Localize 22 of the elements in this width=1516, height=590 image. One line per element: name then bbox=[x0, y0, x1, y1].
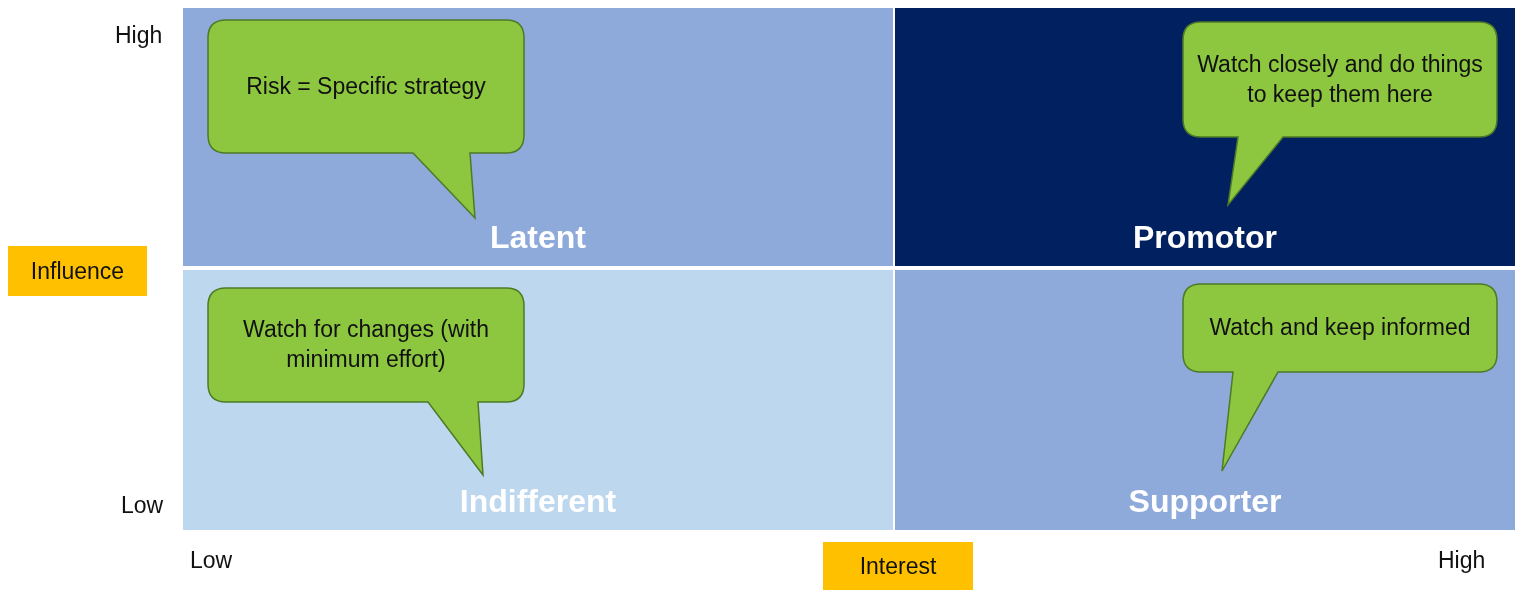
quadrant-title: Promotor bbox=[1132, 219, 1278, 256]
speech-bubble bbox=[1183, 284, 1497, 471]
quadrant-panel bbox=[183, 270, 893, 530]
axis-tick-label: Low bbox=[121, 492, 164, 519]
bubble-text: Risk = Specific strategy bbox=[245, 71, 487, 101]
bubble-text: Watch and keep informed bbox=[1208, 313, 1472, 343]
axis-label: Interest bbox=[823, 542, 973, 590]
axis-tick-label: High bbox=[115, 22, 163, 49]
quadrant-panel bbox=[895, 270, 1515, 530]
axis-label: Influence bbox=[8, 246, 147, 296]
quadrant-title: Latent bbox=[489, 219, 587, 256]
axis-tick-label: High bbox=[1438, 547, 1486, 574]
speech-bubble bbox=[208, 20, 524, 218]
bubble-text: Watch closely and do things to keep them here bbox=[1196, 49, 1484, 109]
quadrant-panel bbox=[895, 8, 1515, 266]
quadrant-panel bbox=[183, 8, 893, 266]
axis-tick-label: Low bbox=[190, 547, 233, 574]
quadrant-title: Supporter bbox=[1127, 483, 1283, 520]
bubble-text: Watch for changes (with minimum effort) bbox=[242, 315, 490, 374]
speech-bubble bbox=[208, 288, 524, 475]
speech-bubble bbox=[1183, 22, 1497, 205]
quadrant-title: Indifferent bbox=[458, 483, 618, 520]
